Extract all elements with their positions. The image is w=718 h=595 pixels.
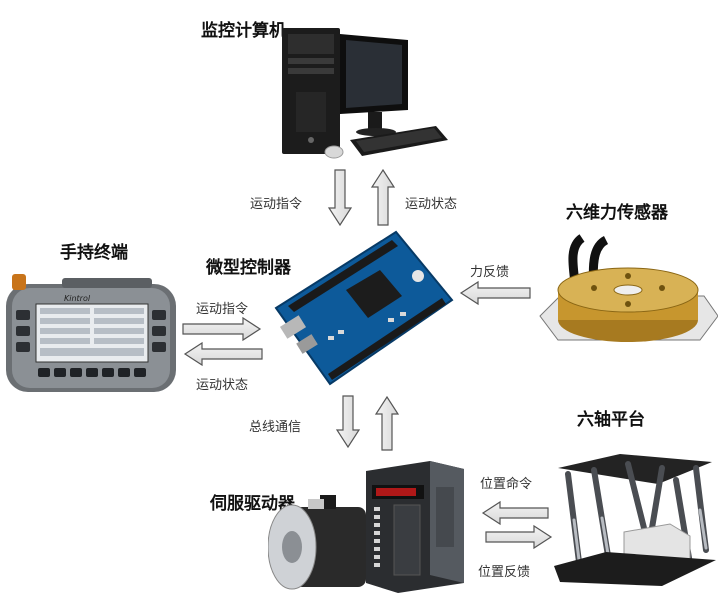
pc-tower <box>282 28 340 154</box>
edge-label-pc-down: 运动指令 <box>250 197 303 212</box>
servo-driver-image <box>268 461 464 593</box>
edge-label-ctrl-to-hand: 运动状态 <box>196 378 249 393</box>
pc-monitor <box>340 34 408 136</box>
arrow-pc-down <box>327 169 353 227</box>
hexapod-top-plate <box>558 454 712 484</box>
controller-chip <box>346 270 402 318</box>
monitor-computer-image <box>282 28 448 159</box>
arrow-hand-to-ctrl <box>182 316 262 342</box>
handheld-title: 手持终端 <box>60 243 128 263</box>
controller-title: 微型控制器 <box>206 258 291 278</box>
edge-label-pc-up: 运动状态 <box>405 197 458 212</box>
edge-label-position-command: 位置命令 <box>480 477 533 492</box>
arrow-force-feedback <box>459 280 531 306</box>
hexapod-platform-image <box>554 454 716 586</box>
handheld-terminal-image: Kintrol <box>6 274 176 392</box>
arrow-position-command <box>481 500 549 526</box>
arrow-ctrl-to-hand <box>183 341 263 367</box>
hexapod-title: 六轴平台 <box>577 410 645 430</box>
edge-label-bus: 总线通信 <box>249 420 302 435</box>
pc-mouse <box>324 145 344 159</box>
arrow-position-feedback <box>485 524 553 550</box>
force-sensor-image <box>539 234 718 342</box>
edge-label-position-feedback: 位置反馈 <box>478 565 531 580</box>
servo-drive-unit <box>366 461 464 593</box>
micro-controller-image <box>274 230 454 386</box>
arrow-pc-up <box>370 168 396 226</box>
arrow-bus-up <box>374 395 400 451</box>
servo-driver-title: 伺服驱动器 <box>210 494 295 514</box>
monitor-pc-title: 监控计算机 <box>201 21 286 41</box>
arrow-bus-down <box>335 395 361 449</box>
hexapod-base <box>554 552 716 586</box>
edge-label-hand-to-ctrl: 运动指令 <box>196 302 249 317</box>
handheld-brand: Kintrol <box>64 294 91 303</box>
force-sensor-title: 六维力传感器 <box>566 203 668 223</box>
servo-motor <box>268 495 366 590</box>
pc-keyboard <box>350 126 448 156</box>
edge-label-force-feedback: 力反馈 <box>470 265 510 280</box>
